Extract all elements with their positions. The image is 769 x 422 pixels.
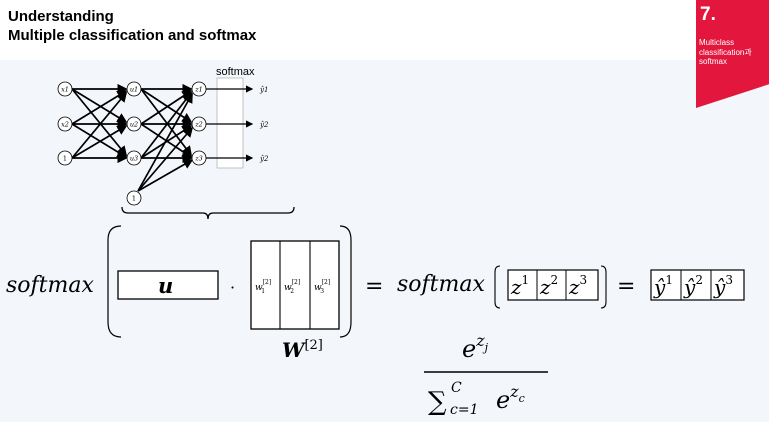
z-3: z3 [568,273,587,299]
node-z3 [191,150,207,166]
w-col-2: w[2]2 [284,279,300,295]
svg-text:1: 1 [63,155,67,163]
softmax-label: softmax [216,66,255,78]
w-matrix-box [250,240,340,330]
dot-operator: · [230,278,235,297]
yhat-vector: ŷ1 ŷ2 ŷ3 [653,273,733,299]
sum-lower-limit: c=1 [450,402,478,418]
node-bias-input [57,150,73,166]
node-bias-hidden [126,190,142,206]
svg-text:u2: u2 [130,121,138,129]
nodes [57,81,207,206]
node-x1 [57,81,73,97]
section-name: Multiclass classification과 softmax [699,38,752,66]
fraction-numerator: ezj [462,331,489,363]
node-x2 [57,116,73,132]
yhat-2: ŷ2 [683,273,703,299]
svg-text:ŷ2: ŷ2 [259,121,269,129]
edges-output-prediction [206,85,254,162]
z-2: z2 [539,273,558,299]
svg-text:ŷ2: ŷ2 [259,155,269,163]
node-u3 [126,150,142,166]
node-u2 [126,116,142,132]
network-diagram: softmax [57,66,295,220]
z-bracket-left [494,265,501,309]
softmax-box [216,77,244,169]
softmax-text-left: softmax [6,273,94,298]
sum-symbol: ∑ [428,387,447,417]
svg-text:u1: u1 [130,86,138,94]
title-line-1: Understanding [8,8,114,25]
softmax-fraction: ezj ∑ C c=1 ezc [424,331,548,418]
sum-upper-limit: C [451,380,462,396]
equals-2: = [617,274,635,299]
edges-input-hidden [71,83,128,164]
bracket-left [107,225,122,338]
slide-header: Understanding Multiple classification an… [0,0,769,60]
node-z1 [191,81,207,97]
w-col-1: w[2]1 [255,279,271,295]
w-matrix-label: W[2] [282,338,323,362]
w-columns: w[2]1 w[2]2 w[2]3 [255,279,330,295]
node-z2 [191,116,207,132]
z-1: z1 [510,273,529,299]
svg-text:x1: x1 [61,86,69,94]
denominator-term: ezc [496,382,525,414]
svg-text:z1: z1 [194,86,203,94]
svg-text:z3: z3 [194,155,203,163]
yhat-1: ŷ1 [653,273,673,299]
svg-text:x2: x2 [61,121,69,129]
svg-text:ŷ1: ŷ1 [259,86,268,94]
svg-text:u3: u3 [130,155,138,163]
w-col-3: w[2]3 [314,279,330,295]
softmax-text-right: softmax [397,272,485,297]
node-u1 [126,81,142,97]
yhat-3: ŷ3 [713,273,733,299]
edges-hidden-output [137,83,194,192]
equals-1: = [365,274,383,299]
bracket-right [339,225,352,338]
softmax-formula: softmax u · w[2]1 w[2]2 w[2]3 W[2] = sof… [6,225,745,362]
section-number: 7. [700,4,716,25]
yhat-vector-box [650,269,745,301]
svg-text:z2: z2 [194,121,203,129]
hidden-layer-brace [121,206,295,220]
slide-title: Understanding Multiple classification an… [8,7,256,45]
svg-text:1: 1 [132,195,136,203]
u-symbol: u [158,273,173,298]
node-labels: x1 x2 1 u1 u2 u3 1 z1 z2 z3 [61,86,203,203]
title-line-2: Multiple classification and softmax [8,27,257,44]
fraction-denominator: ∑ C c=1 ezc [428,380,525,418]
z-vector: z1 z2 z3 [510,273,587,299]
u-box [117,270,219,300]
prediction-labels: ŷ1 ŷ2 ŷ2 [259,86,269,163]
z-bracket-right [600,265,607,309]
z-vector-box [507,269,599,301]
